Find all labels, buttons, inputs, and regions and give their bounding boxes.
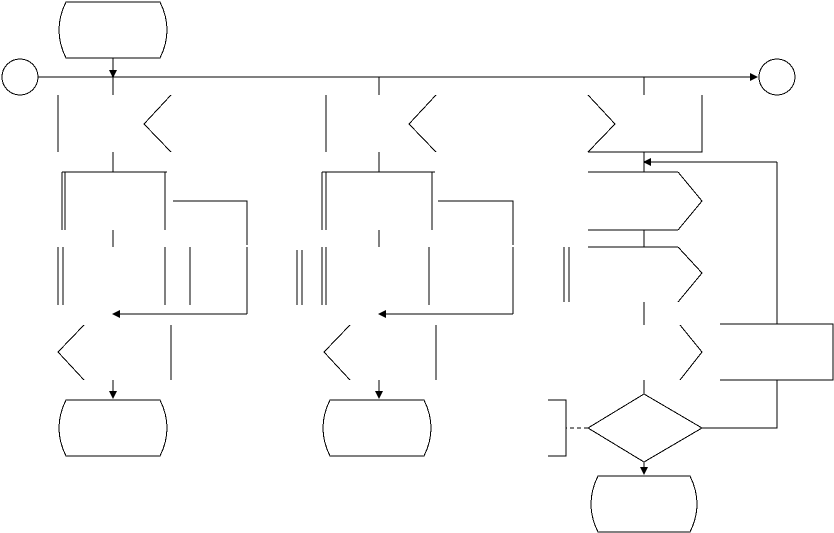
start-terminator xyxy=(58,1,168,59)
branch-2-chevron-top xyxy=(408,94,437,153)
left-connector xyxy=(1,58,39,96)
branch-1-chevron-bottom xyxy=(57,324,85,381)
branch-2-chevron-bottom xyxy=(323,324,351,381)
branch-2 xyxy=(296,77,514,457)
branch-3-chevron-top xyxy=(587,94,616,153)
branch-3 xyxy=(548,77,834,533)
branch-2-end-terminator xyxy=(322,399,432,457)
branch-3-chevron-bottom xyxy=(679,324,703,381)
right-connector xyxy=(758,58,796,96)
loop-process-box xyxy=(720,323,834,381)
branch-1-end-terminator xyxy=(58,399,168,457)
annotation-bracket xyxy=(548,399,567,457)
branch-1 xyxy=(57,77,248,457)
decision-diamond xyxy=(587,393,703,463)
branch-1-chevron-top xyxy=(143,94,172,153)
branch-3-end-terminator xyxy=(590,475,698,533)
